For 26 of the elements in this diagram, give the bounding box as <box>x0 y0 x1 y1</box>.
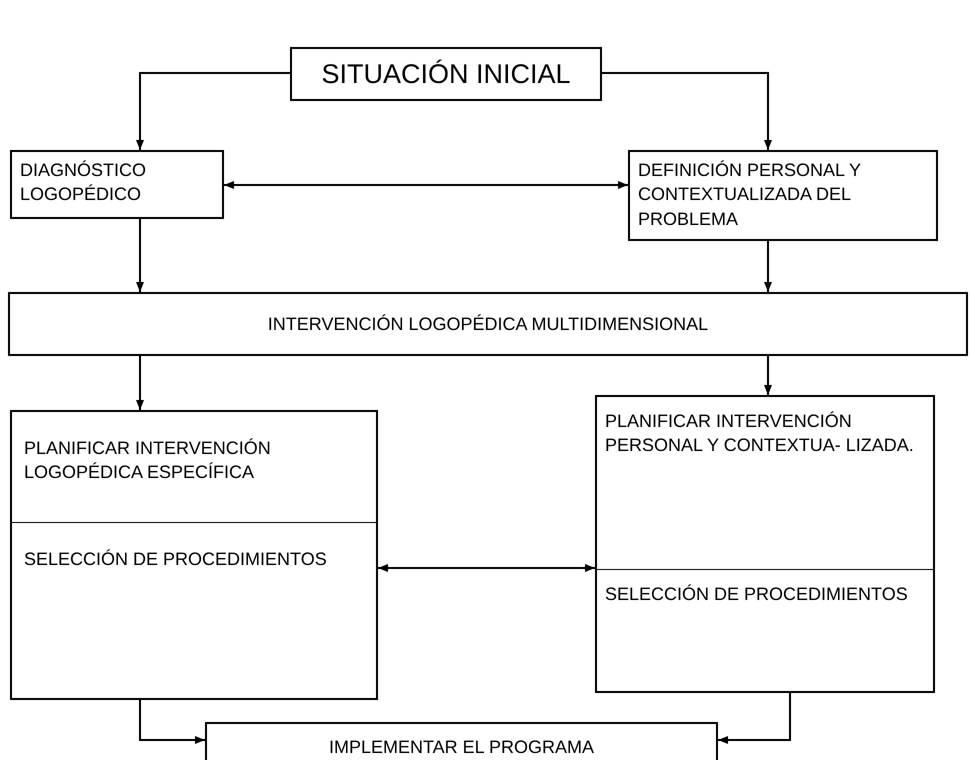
box-heading: PLANIFICAR INTERVENCIÓN LOGOPÉDICA ESPECÍFICA <box>24 437 272 484</box>
box-text: SELECCIÓN DE PROCEDIMIENTOS <box>605 583 909 606</box>
arrow <box>224 181 628 189</box>
box-heading: PLANIFICAR INTERVENCIÓN PERSONAL Y CONTEXTUA- LIZADA. <box>605 410 915 458</box>
arrow <box>136 356 144 410</box>
arrow <box>602 72 772 150</box>
process-box <box>205 722 718 760</box>
process-box <box>595 395 935 693</box>
box-heading: INTERVENCIÓN LOGOPÉDICA MULTIDIMENSIONAL <box>268 312 708 336</box>
process-box <box>8 292 968 356</box>
arrow <box>136 219 144 292</box>
box-text: SELECCIÓN DE PROCEDIMIENTOS <box>24 548 328 571</box>
process-box <box>290 47 602 101</box>
arrow <box>718 693 791 744</box>
arrow <box>378 564 595 572</box>
arrow <box>764 356 772 395</box>
box-heading: SITUACIÓN INICIAL <box>321 58 571 91</box>
arrow <box>139 700 205 744</box>
process-box <box>10 410 378 700</box>
arrow <box>764 241 772 292</box>
box-heading: DEFINICIÓN PERSONAL Y CONTEXTUALIZADA DEL PROBLEMA <box>638 159 862 231</box>
process-box <box>10 150 224 219</box>
process-box <box>628 150 938 241</box>
arrow <box>136 72 290 150</box>
box-heading: IMPLEMENTAR EL PROGRAMA <box>328 736 594 759</box>
box-heading: DIAGNÓSTICO LOGOPÉDICO <box>20 159 148 206</box>
